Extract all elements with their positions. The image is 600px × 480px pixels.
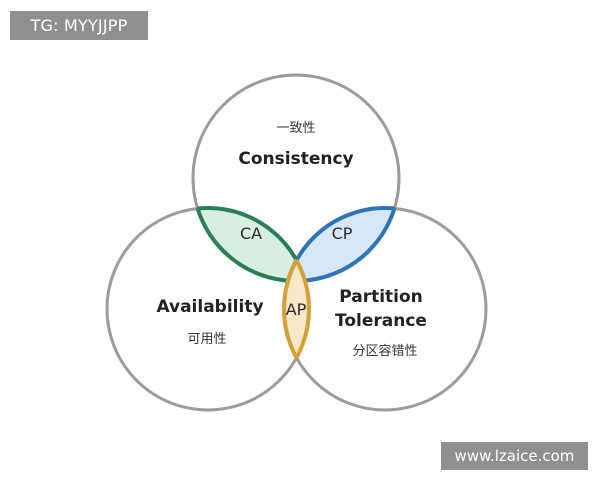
- availability-title: Availability: [156, 297, 263, 317]
- cp-label: CP: [332, 224, 353, 243]
- ap-label: AP: [286, 300, 307, 319]
- partition-title-line1: Partition: [339, 287, 423, 307]
- consistency-title: Consistency: [238, 149, 353, 169]
- partition-subtitle: 分区容错性: [352, 343, 417, 359]
- watermark-top-left: TG: MYYJJPP: [10, 11, 148, 40]
- partition-title-line2: Tolerance: [335, 311, 427, 331]
- consistency-subtitle: 一致性: [276, 121, 315, 136]
- ca-label: CA: [240, 224, 262, 243]
- watermark-bottom-right: www.lzaice.com: [441, 442, 588, 470]
- ap-lens: [282, 208, 311, 410]
- availability-subtitle: 可用性: [187, 332, 226, 347]
